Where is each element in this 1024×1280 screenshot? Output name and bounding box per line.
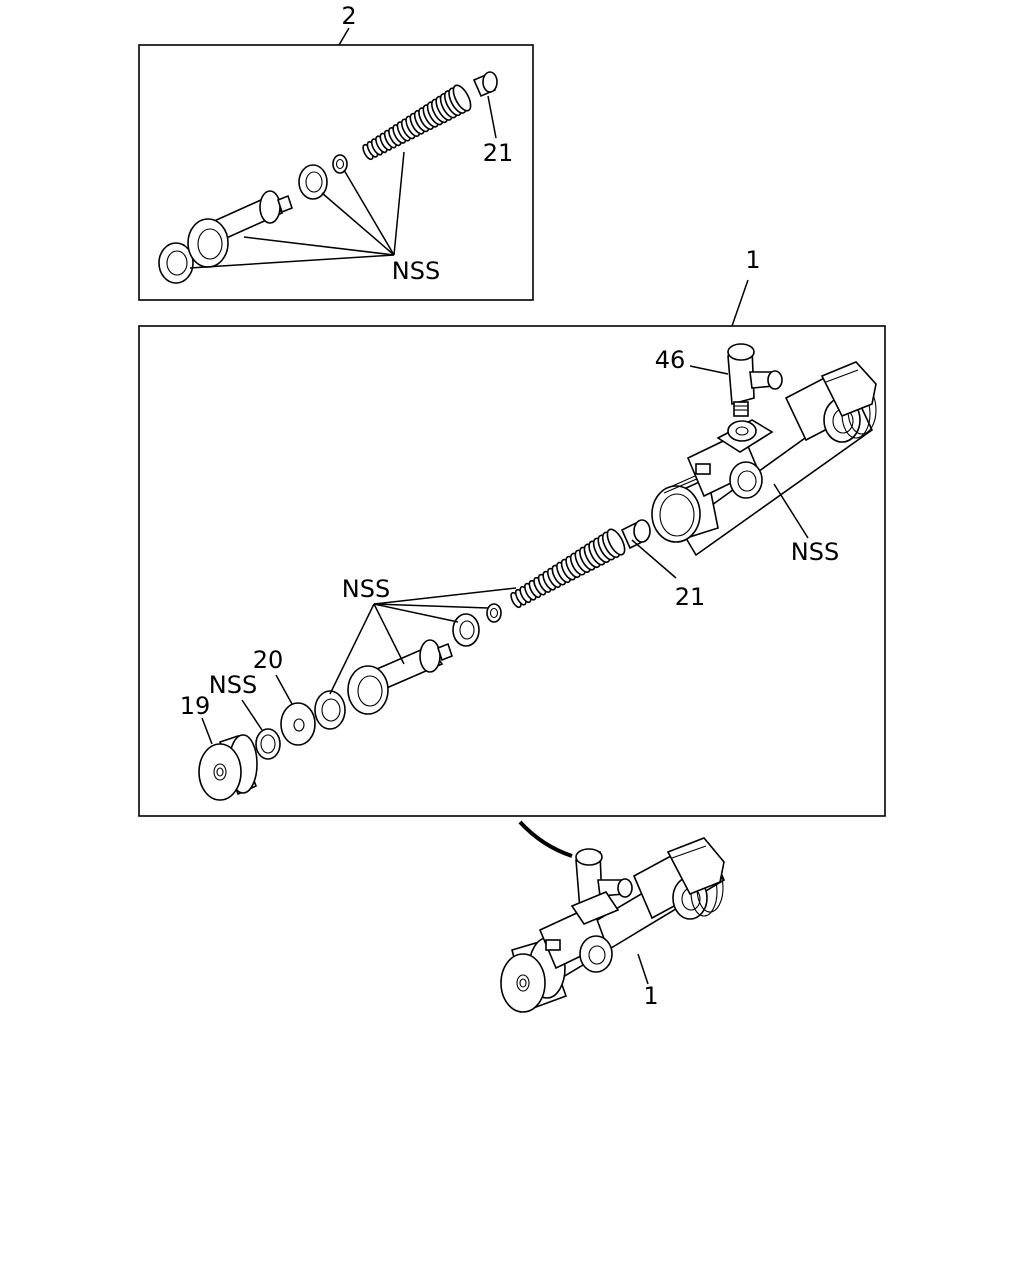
kit-2-leader <box>338 27 350 46</box>
kit2-plug <box>472 71 498 98</box>
assembled-view <box>500 820 726 1013</box>
spring-seat-plug <box>620 519 651 550</box>
callout-19: 19 <box>180 692 211 720</box>
dust-seal <box>255 728 281 760</box>
kit2-nss-leaders <box>189 151 405 269</box>
spring-coil <box>606 528 626 556</box>
callout-21-kit2: 21 <box>483 139 514 167</box>
assembly-1-inset: 1 <box>138 246 886 817</box>
assembly-1-leader <box>731 279 749 327</box>
end-cap <box>198 734 258 801</box>
kit2-small-washer <box>332 154 348 174</box>
callout-nss-internals: NSS <box>342 575 390 603</box>
end-cap-leader <box>201 717 213 745</box>
body-nss-leader <box>773 483 809 539</box>
kit-2-inset: 2 21 <box>138 2 534 301</box>
flat-washer <box>280 702 316 746</box>
connector-leader <box>689 365 729 375</box>
assembly-1-frame <box>138 325 886 817</box>
spring-washer <box>452 613 480 647</box>
kit2-seal-ring <box>158 242 194 284</box>
dust-seal-leader <box>241 699 263 731</box>
callout-nss-seal: NSS <box>209 671 257 699</box>
callout-nss-body: NSS <box>791 538 839 566</box>
spring-coil <box>452 84 472 112</box>
kit-2-frame <box>138 44 534 301</box>
kit2-spring-leader <box>487 95 497 139</box>
callout-46: 46 <box>655 346 686 374</box>
seal-ring <box>314 690 346 730</box>
pointer-arrow <box>518 820 573 858</box>
fitting-connector <box>727 343 783 417</box>
callout-1-assembly: 1 <box>745 246 760 274</box>
callout-20: 20 <box>253 646 284 674</box>
callout-2: 2 <box>341 2 356 30</box>
callout-21: 21 <box>675 583 706 611</box>
return-spring <box>510 528 626 609</box>
washer-leader <box>275 674 293 705</box>
callout-nss-kit2: NSS <box>392 257 440 285</box>
spring-leader <box>631 539 677 579</box>
kit2-spring <box>362 84 472 161</box>
assembled-leader <box>637 953 649 985</box>
kit2-washer <box>298 164 328 200</box>
callout-1-assembled: 1 <box>643 982 658 1010</box>
cylinder-body <box>651 361 877 557</box>
kit2-piston <box>187 190 293 268</box>
small-washer <box>486 603 502 623</box>
internals-nss-leaders <box>329 587 517 695</box>
piston <box>347 639 453 715</box>
